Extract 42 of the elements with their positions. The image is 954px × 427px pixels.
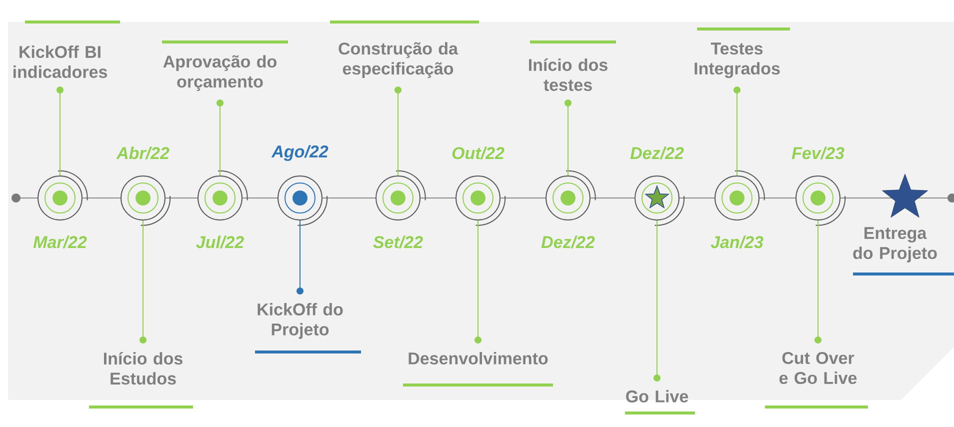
star-marker [882,174,928,218]
milestone-label: Go Live [626,390,688,402]
milestone-marker [278,176,328,226]
date-label: Set/22 [373,236,423,248]
milestone-label: Desenvolvimento [408,352,548,364]
milestone-label: Testes Integrados [694,42,780,78]
date-label: Abr/22 [116,146,170,160]
date-label: Dez/22 [541,236,595,248]
milestone-marker [714,170,765,220]
date-label: Ago/22 [271,145,328,161]
milestone-label: KickOff BI indicadores [14,46,108,78]
milestone-label: Início dos testes [529,58,608,91]
leader-line [734,86,740,176]
leader-line [654,220,660,382]
milestone-marker [120,176,171,226]
date-label: Fev/23 [792,146,844,160]
date-label: Out/22 [452,146,504,160]
date-label: Dez/22 [630,146,684,160]
milestone-marker [198,170,248,220]
leader-line [140,220,146,344]
milestone-marker [796,176,846,226]
milestone-label: Aprovação do orçamento [163,55,276,91]
milestone-marker [456,176,506,226]
milestone-label: KickOff do Projeto [258,303,343,339]
milestone-label: Cut Over e Go Live [779,352,857,384]
date-label: Mar/22 [33,236,87,248]
leader-line [56,86,64,176]
leader-line [814,220,822,344]
milestone-marker [634,176,685,226]
date-label: Jan/23 [710,236,764,248]
milestone-label: Construção da especificação [338,42,458,78]
leader-line [296,220,304,294]
milestone-label: Início dos Estudos [104,352,182,385]
milestone-label: Entrega do Projeto [853,227,937,262]
milestone-marker [546,170,596,220]
leader-line [564,100,572,176]
leader-line [394,86,402,176]
date-label: Jul/22 [196,236,244,248]
leader-line [474,220,482,344]
milestone-marker [376,170,426,220]
milestone-marker [38,170,88,220]
leader-line [216,100,224,176]
